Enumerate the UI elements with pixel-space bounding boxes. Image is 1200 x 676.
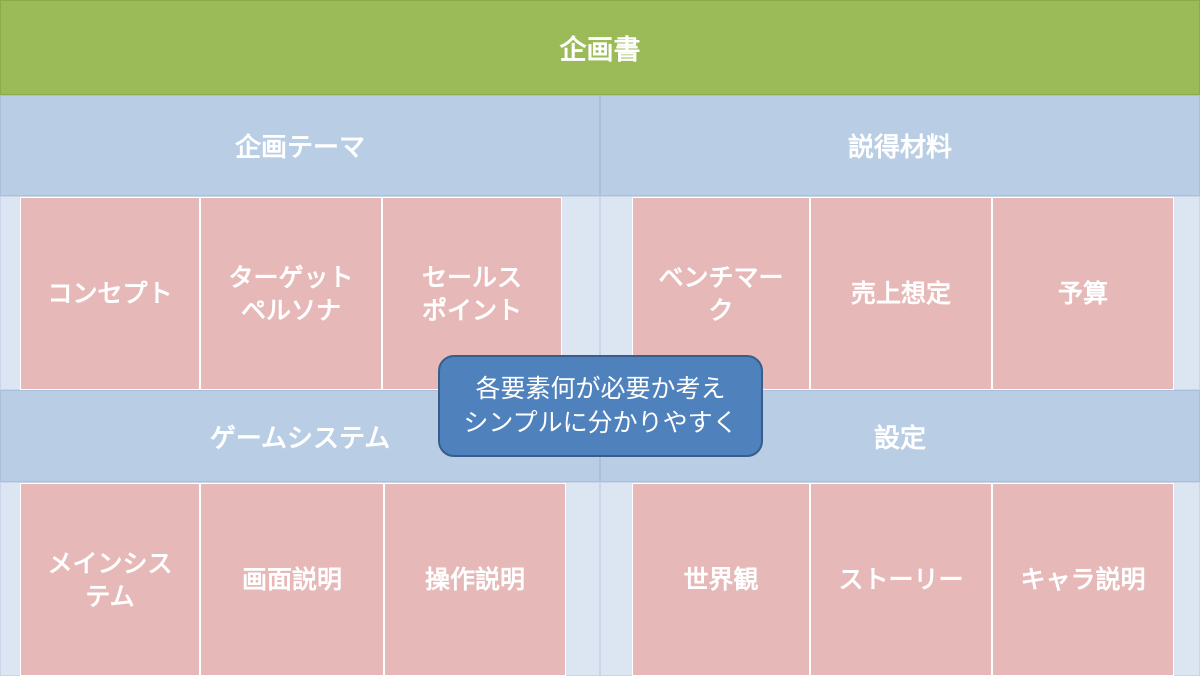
card-label: 画面説明 — [241, 565, 342, 594]
card-label: 世界観 — [683, 565, 759, 594]
section-header-theme: 企画テーマ — [0, 95, 600, 196]
card-concept: コンセプト — [20, 197, 200, 390]
card-label: ターゲット ペルソナ — [228, 262, 354, 325]
callout-text: 各要素何が必要か考え シンプルに分かりやすく — [463, 374, 738, 437]
card-budget: 予算 — [992, 197, 1174, 390]
card-target-persona: ターゲット ペルソナ — [200, 197, 382, 390]
card-label: コンセプト — [47, 279, 173, 308]
card-story: ストーリー — [810, 483, 992, 676]
callout-note: 各要素何が必要か考え シンプルに分かりやすく — [438, 355, 763, 457]
card-character-description: キャラ説明 — [992, 483, 1174, 676]
card-label: ベンチマー ク — [658, 262, 784, 325]
card-controls-description: 操作説明 — [384, 483, 566, 676]
card-world-view: 世界観 — [632, 483, 810, 676]
card-main-system: メインシス テム — [20, 483, 200, 676]
plan-title: 企画書 — [0, 0, 1200, 95]
card-label: セールス ポイント — [421, 262, 522, 325]
card-label: 予算 — [1057, 279, 1108, 308]
section-header-persuasion: 説得材料 — [600, 95, 1200, 196]
card-label: メインシス テム — [47, 548, 173, 611]
card-label: ストーリー — [838, 565, 964, 594]
card-label: キャラ説明 — [1020, 565, 1146, 594]
card-sales-forecast: 売上想定 — [810, 197, 992, 390]
card-label: 売上想定 — [850, 279, 951, 308]
card-label: 操作説明 — [424, 565, 525, 594]
card-screen-description: 画面説明 — [200, 483, 384, 676]
